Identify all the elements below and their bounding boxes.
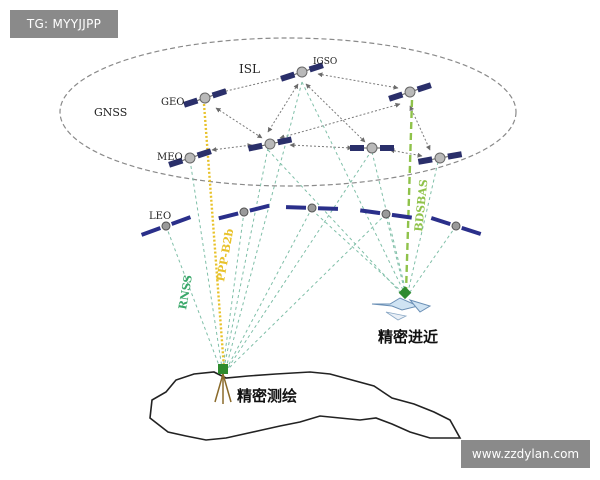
gnss-orbit-ellipse — [59, 37, 517, 187]
survey-station — [214, 364, 232, 404]
igso-satellite-2 — [388, 82, 432, 102]
leo-satellite-5 — [430, 216, 482, 236]
meo-satellite-2 — [247, 136, 293, 152]
leo-satellite-1 — [140, 215, 192, 237]
geo-label: GEO — [161, 97, 185, 108]
precision-approach-label: 精密进近 — [378, 328, 438, 346]
meo-satellite-1 — [168, 148, 212, 168]
meo-satellite-4 — [417, 151, 463, 165]
igso-satellite — [280, 62, 324, 82]
leo-satellite-3 — [285, 203, 339, 213]
signal-lines — [165, 81, 457, 369]
leo-satellite-4 — [359, 208, 413, 220]
ppp-b2b-label: PPP-B2b — [214, 227, 236, 282]
ppp-b2b-link — [202, 103, 226, 369]
gnss-label: GNSS — [94, 106, 127, 119]
approach-station — [371, 286, 432, 321]
watermark-bottom-right: www.zzdylan.com — [461, 440, 590, 468]
watermark-top-left: TG: MYYJJPP — [10, 10, 118, 38]
isl-links — [211, 72, 431, 158]
igso-label: IGSO — [313, 57, 337, 67]
geo-satellite — [183, 88, 227, 108]
leo-satellite-2 — [218, 203, 270, 221]
leo-label: LEO — [149, 211, 171, 222]
bdsbas-label: BDSBAS — [412, 179, 430, 233]
isl-label: ISL — [239, 62, 260, 76]
meo-satellite-3 — [350, 142, 394, 154]
precision-surveying-label: 精密测绘 — [237, 387, 297, 405]
rnss-label: RNSS — [176, 274, 195, 311]
bdsbas-link — [404, 99, 414, 293]
meo-label: MEO — [157, 152, 183, 163]
ground-outline — [149, 371, 462, 441]
